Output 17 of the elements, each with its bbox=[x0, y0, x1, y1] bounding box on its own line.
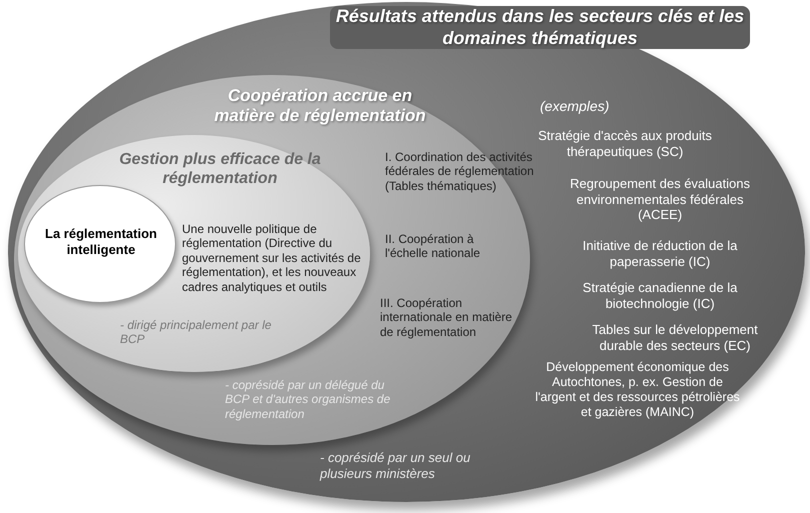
example-item: Stratégie d'accès aux produits thérapeutiques (SC) bbox=[537, 128, 713, 160]
subtitle: (exemples) bbox=[540, 98, 610, 115]
body-text: Une nouvelle politique de réglementation (Directive du gouvernement sur les activités de réglementation), et les nouveaux cadres analytiques et outils bbox=[182, 222, 362, 294]
example-item: Initiative de réduction de la paperasserie (IC) bbox=[582, 238, 738, 270]
list-item: II. Coopération à l'échelle nationale bbox=[385, 232, 482, 261]
ellipse-title: Coopération accrue en matière de réglementation bbox=[213, 86, 427, 127]
list-item: III. Coopération internationale en matière de réglementation bbox=[380, 296, 514, 340]
note-text: - coprésidé par un seul ou plusieurs ministères bbox=[320, 450, 472, 482]
ellipse-title: Gestion plus efficace de la réglementation bbox=[118, 150, 322, 188]
example-item: Tables sur le développement durable des secteurs (EC) bbox=[591, 322, 759, 354]
core-label: La réglementation intelligente bbox=[44, 226, 158, 258]
list-item: I. Coordination des activités fédérales de réglementation (Tables thématiques) bbox=[385, 150, 535, 194]
ellipse-title: Résultats attendus dans les secteurs clés et les domaines thématiques bbox=[330, 6, 750, 50]
example-item: Stratégie canadienne de la biotechnologie (IC) bbox=[582, 280, 738, 312]
note-text: - coprésidé par un délégué du BCP et d'autres organismes de réglementation bbox=[225, 378, 392, 422]
example-item: Regroupement des évaluations environnementales fédérales (ACEE) bbox=[569, 176, 751, 223]
note-text: - dirigé principalement par le BCP bbox=[120, 318, 272, 347]
